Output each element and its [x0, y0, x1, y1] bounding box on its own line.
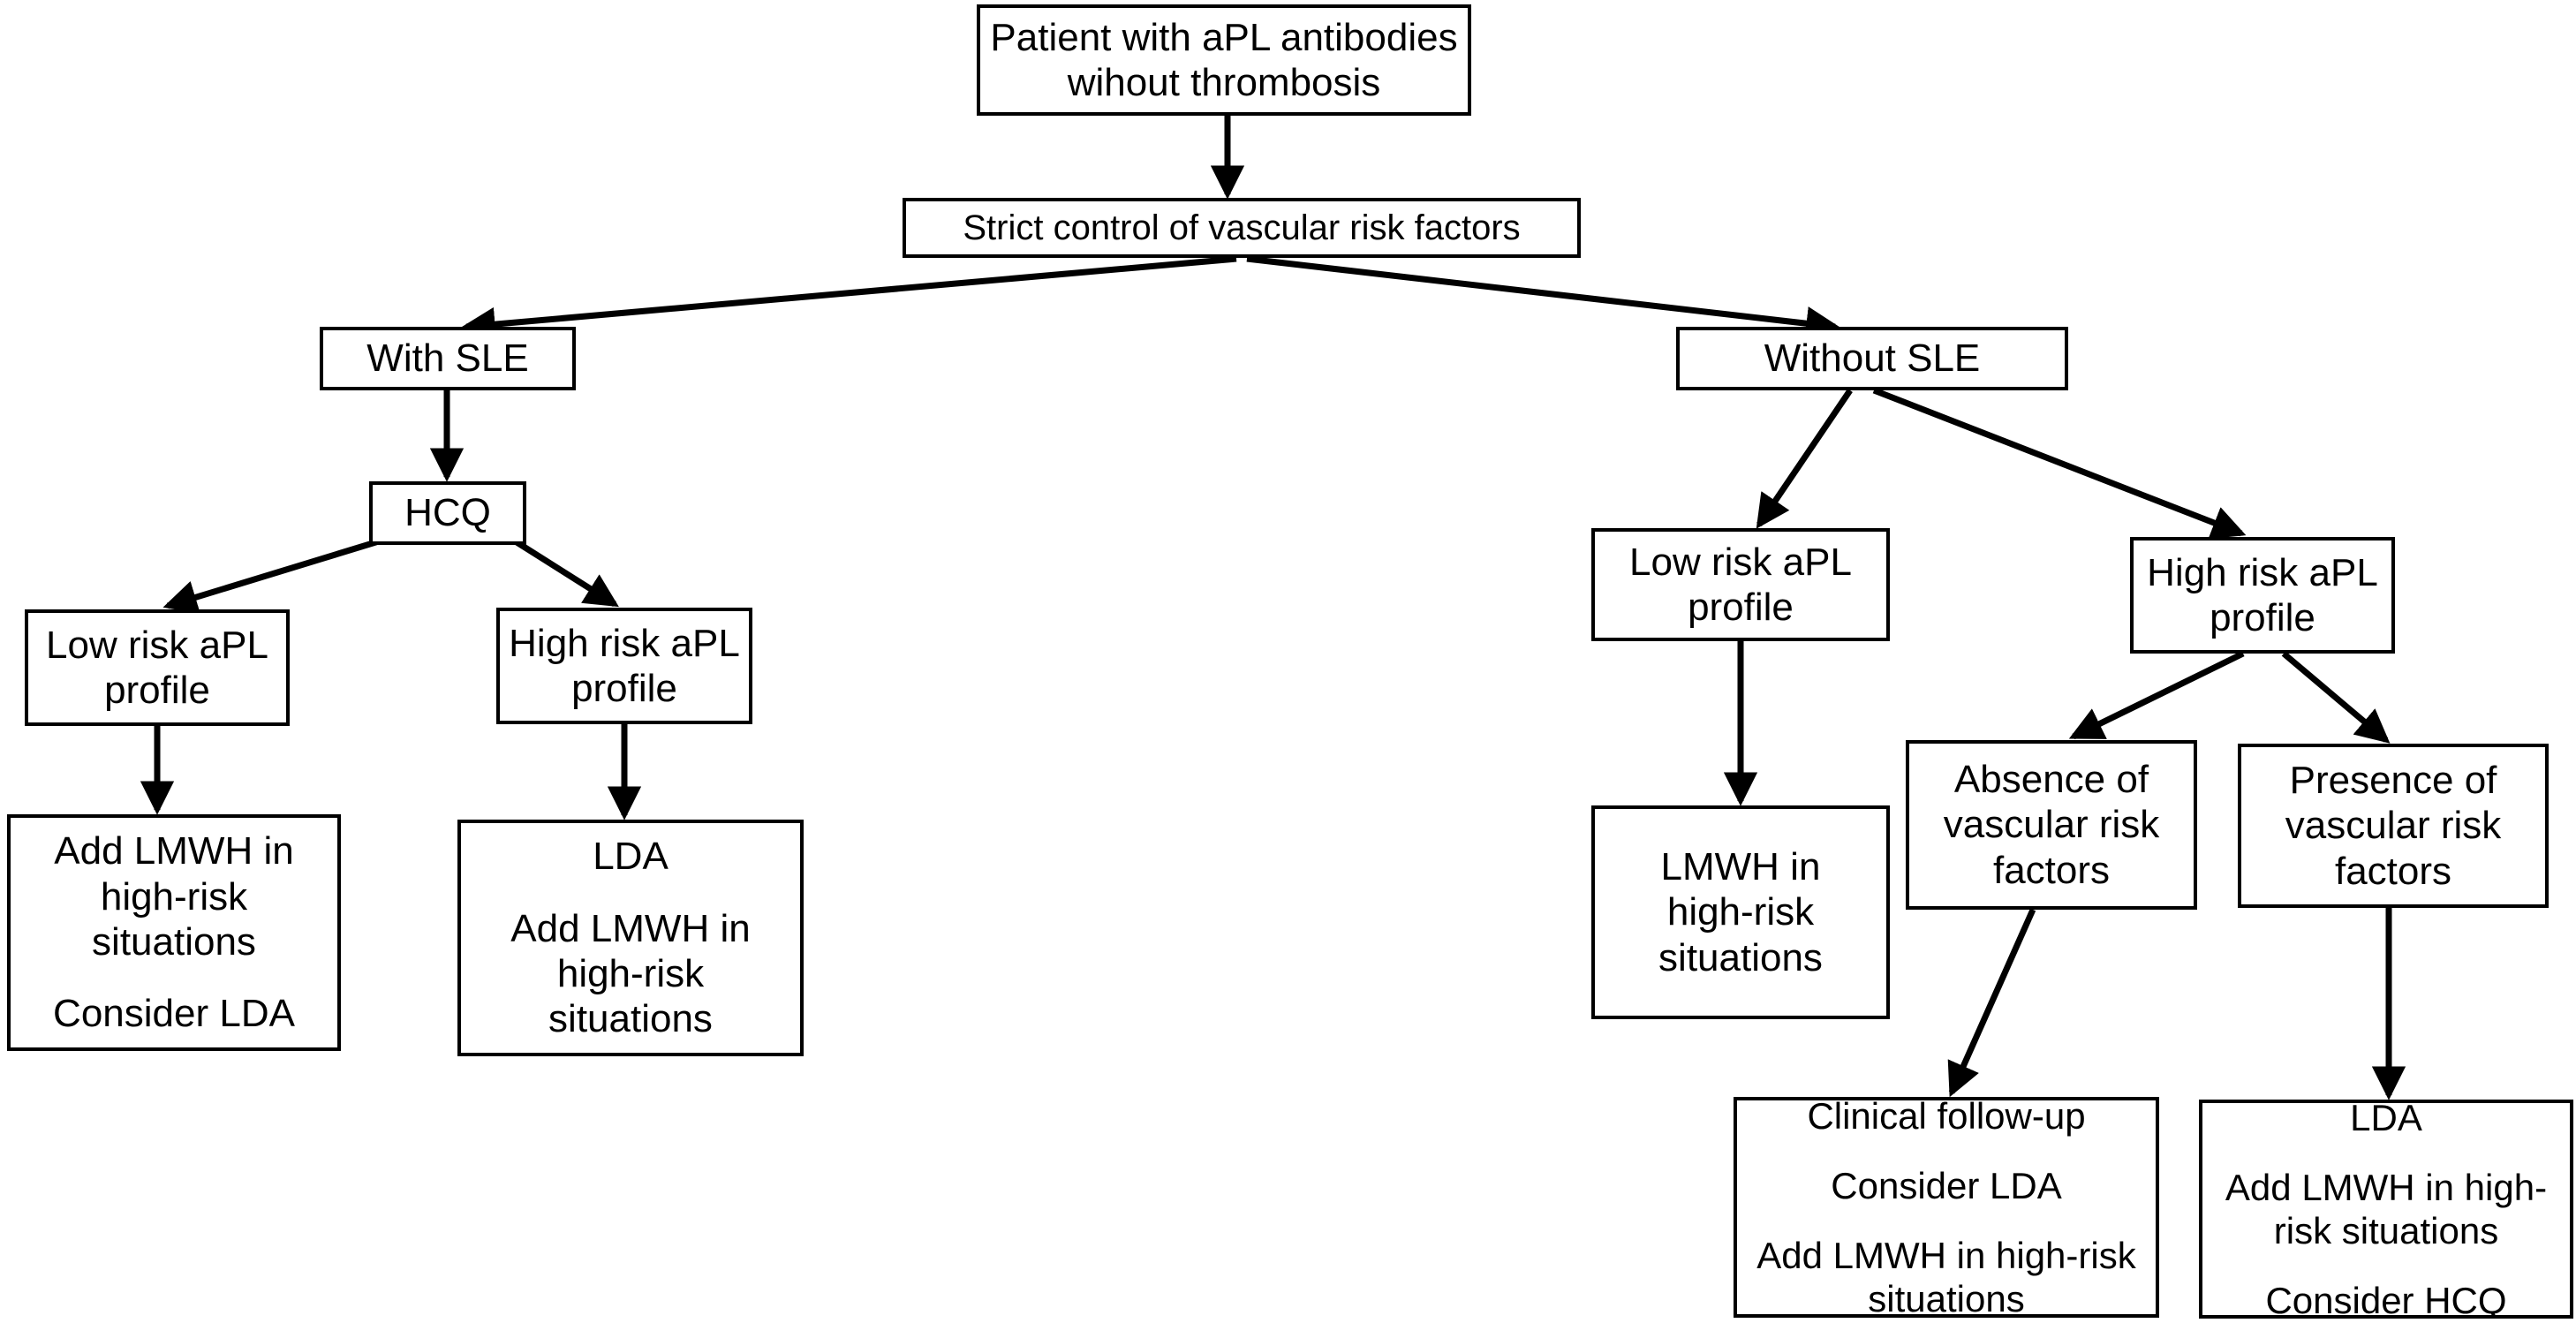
node-lda-lmwh-hcq-line: Consider HCQ — [2265, 1280, 2507, 1319]
node-high-risk-line: profile — [2210, 596, 2315, 639]
node-clinical-fu-paragraph: Clinical follow-up — [1807, 1097, 2086, 1138]
node-lda-lmwh-hcq-line: risk situations — [2273, 1210, 2499, 1251]
arrow-high-risk-to-presence-vrf — [2281, 651, 2391, 744]
arrow-high-risk-to-absence-vrf — [2068, 650, 2245, 740]
node-strict-control-line: Strict control of vascular risk factors — [963, 208, 1521, 247]
arrow-without-sle-to-low-risk — [1756, 389, 1853, 529]
node-hcq-paragraph: HCQ — [404, 490, 491, 535]
node-hcq: HCQ — [369, 481, 526, 545]
node-low-risk-line: Low risk aPL — [1629, 540, 1852, 584]
node-with-sle: With SLE — [320, 327, 576, 390]
node-lmwh-lda-sle-line: high-risk — [100, 874, 248, 919]
node-clinical-fu-line: Clinical follow-up — [1807, 1097, 2086, 1137]
node-high-risk-sle-line: High risk aPL — [509, 621, 740, 665]
node-lda-lmwh-sle-line: situations — [548, 997, 713, 1041]
node-lmwh-high-risk-line: LMWH in — [1660, 844, 1821, 888]
arrow-absence-vrf-to-clinical-fu — [1947, 908, 2036, 1098]
node-strict-control: Strict control of vascular risk factors — [903, 198, 1581, 258]
node-low-risk-line: profile — [1688, 586, 1794, 629]
arrow-hcq-to-low-risk-sle — [162, 537, 383, 614]
node-lda-lmwh-sle-line: LDA — [593, 835, 669, 879]
node-high-risk-sle-line: profile — [571, 667, 677, 710]
node-lmwh-lda-sle-paragraph: Consider LDA — [53, 991, 295, 1036]
node-strict-control-paragraph: Strict control of vascular risk factors — [963, 208, 1520, 249]
node-without-sle-line: Without SLE — [1764, 336, 1981, 381]
node-lmwh-lda-sle-line: Consider LDA — [53, 992, 295, 1036]
node-presence-vrf-line: vascular risk — [2285, 804, 2502, 848]
node-hcq-line: HCQ — [404, 491, 491, 535]
node-clinical-fu-line: situations — [1868, 1278, 2025, 1318]
arrow-strict-control-to-with-sle — [461, 255, 1237, 342]
node-lda-lmwh-sle-line: Add LMWH in — [510, 906, 751, 950]
node-clinical-fu-line: Add LMWH in high-risk — [1756, 1235, 2136, 1276]
node-patient-line: Patient with aPL antibodies — [990, 15, 1458, 59]
node-low-risk-sle-line: Low risk aPL — [46, 623, 268, 667]
node-absence-vrf-line: factors — [1992, 848, 2111, 892]
arrow-strict-control-to-without-sle — [1246, 255, 1840, 341]
node-with-sle-line: With SLE — [366, 336, 529, 381]
node-lda-lmwh-hcq-paragraph: LDA — [2350, 1100, 2422, 1139]
node-patient-line: wihout thrombosis — [1067, 61, 1381, 104]
node-with-sle-paragraph: With SLE — [366, 336, 528, 381]
node-without-sle-paragraph: Without SLE — [1764, 336, 1981, 381]
node-lda-lmwh-hcq-line: Add LMWH in high- — [2225, 1166, 2548, 1208]
node-lda-lmwh-hcq-line: LDA — [2350, 1100, 2422, 1138]
node-lmwh-lda-sle-line: situations — [92, 920, 256, 964]
node-low-risk-sle-line: profile — [104, 669, 210, 712]
node-without-sle: Without SLE — [1676, 327, 2068, 390]
node-clinical-fu-paragraph: Consider LDA — [1831, 1164, 2061, 1207]
node-high-risk-line: High risk aPL — [2147, 550, 2378, 594]
node-lda-lmwh-sle-paragraph: LDA — [593, 834, 669, 879]
node-lmwh-high-risk-line: situations — [1658, 935, 1823, 979]
node-lda-lmwh-hcq-paragraph: Consider HCQ — [2265, 1279, 2507, 1319]
node-lmwh-lda-sle-line: Add LMWH in — [54, 829, 294, 873]
node-lda-lmwh-sle-line: high-risk — [556, 952, 705, 995]
node-lda-lmwh-hcq-paragraph: Add LMWH in high-risk situations — [2225, 1166, 2547, 1252]
arrow-hcq-to-high-risk-sle — [512, 538, 619, 608]
node-clinical-fu-line: Consider LDA — [1831, 1164, 2062, 1206]
node-absence-vrf-line: vascular risk — [1943, 803, 2160, 847]
arrow-without-sle-to-high-risk — [1872, 387, 2247, 540]
node-presence-vrf-line: factors — [2334, 849, 2452, 893]
node-absence-vrf-line: Absence of — [1953, 757, 2149, 801]
arrow-group — [140, 115, 2406, 1100]
node-presence-vrf-line: Presence of — [2289, 758, 2497, 802]
node-lmwh-high-risk-line: high-risk — [1666, 890, 1815, 934]
